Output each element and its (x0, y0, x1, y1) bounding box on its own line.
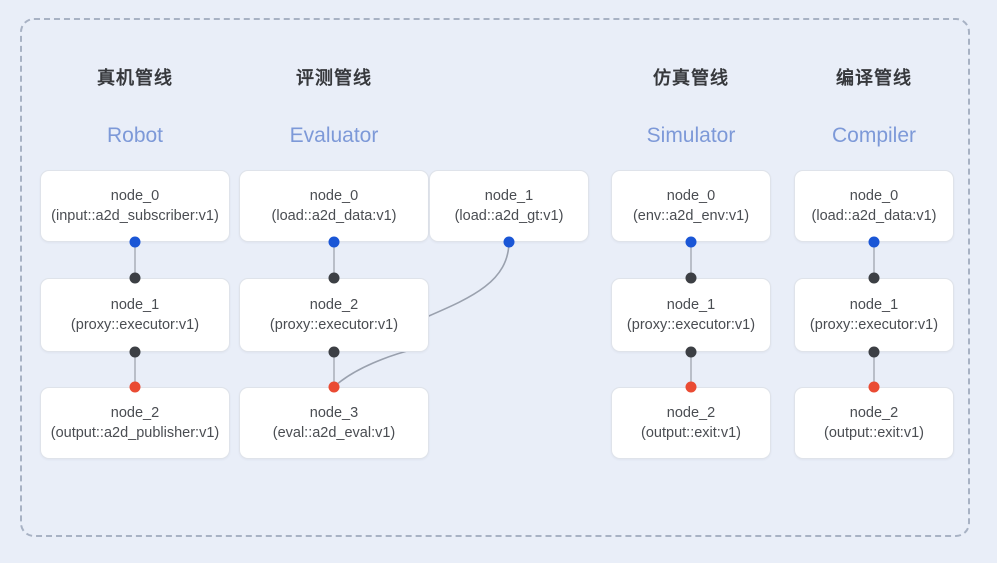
node-name: node_2 (309, 296, 359, 313)
input-dot-terminal (868, 381, 880, 393)
connector-line (873, 352, 875, 387)
node-name: node_0 (666, 187, 716, 204)
node-box-node_0[interactable]: node_0(env::a2d_env:v1) (611, 170, 771, 242)
node-type: (proxy::executor:v1) (269, 316, 399, 333)
node-box-node_0[interactable]: node_0(load::a2d_data:v1) (239, 170, 429, 242)
edge-gt-to-executor (414, 240, 510, 323)
column-title-4: 编译管线 (836, 68, 912, 88)
output-dot (685, 346, 697, 358)
node-type: (output::exit:v1) (641, 424, 741, 441)
node-type: (proxy::executor:v1) (809, 316, 939, 333)
output-dot (129, 346, 141, 358)
node-type: (output::exit:v1) (824, 424, 924, 441)
node-name: node_1 (484, 187, 534, 204)
node-type: (input::a2d_subscriber:v1) (51, 207, 219, 224)
node-box-node_2[interactable]: node_2(output::exit:v1) (794, 387, 954, 459)
node-type: (proxy::executor:v1) (626, 316, 756, 333)
column-title-3: 仿真管线 (653, 68, 729, 88)
node-name: node_0 (309, 187, 359, 204)
node-box-node_0[interactable]: node_0(input::a2d_subscriber:v1) (40, 170, 230, 242)
node-box-node_0[interactable]: node_0(load::a2d_data:v1) (794, 170, 954, 242)
input-dot-terminal (129, 381, 141, 393)
node-box-node_2[interactable]: node_2(output::exit:v1) (611, 387, 771, 459)
node-name: node_0 (849, 187, 899, 204)
edge-executor-to-eval (334, 348, 416, 387)
column-title-1: 真机管线 (97, 68, 173, 88)
node-type: (load::a2d_data:v1) (271, 207, 397, 224)
column-subtitle-2: Evaluator (289, 124, 379, 147)
node-type: (load::a2d_gt:v1) (454, 207, 564, 224)
connector-line (690, 242, 692, 278)
output-dot-source (129, 236, 141, 248)
column-subtitle-3: Simulator (646, 124, 736, 147)
output-dot-source (503, 236, 515, 248)
node-box-node_2[interactable]: node_2(output::a2d_publisher:v1) (40, 387, 230, 459)
node-box-node_1[interactable]: node_1(proxy::executor:v1) (40, 278, 230, 352)
output-dot-source (868, 236, 880, 248)
node-name: node_1 (110, 296, 160, 313)
node-name: node_2 (110, 404, 160, 421)
node-type: (env::a2d_env:v1) (632, 207, 750, 224)
node-name: node_2 (666, 404, 716, 421)
node-name: node_2 (849, 404, 899, 421)
input-dot (685, 272, 697, 284)
input-dot (328, 272, 340, 284)
node-box-node_1[interactable]: node_1(load::a2d_gt:v1) (429, 170, 589, 242)
input-dot (129, 272, 141, 284)
column-title-2: 评测管线 (296, 68, 372, 88)
node-name: node_1 (849, 296, 899, 313)
node-box-node_2[interactable]: node_2(proxy::executor:v1) (239, 278, 429, 352)
input-dot (868, 272, 880, 284)
output-dot (328, 346, 340, 358)
connector-line (333, 352, 335, 387)
connector-line (134, 352, 136, 387)
node-type: (proxy::executor:v1) (70, 316, 200, 333)
node-box-node_1[interactable]: node_1(proxy::executor:v1) (794, 278, 954, 352)
node-type: (load::a2d_data:v1) (811, 207, 937, 224)
node-type: (eval::a2d_eval:v1) (272, 424, 396, 441)
output-dot-source (685, 236, 697, 248)
connector-line (690, 352, 692, 387)
output-dot (868, 346, 880, 358)
node-name: node_1 (666, 296, 716, 313)
connector-line (333, 242, 335, 278)
node-box-node_3[interactable]: node_3(eval::a2d_eval:v1) (239, 387, 429, 459)
node-box-node_1[interactable]: node_1(proxy::executor:v1) (611, 278, 771, 352)
node-name: node_3 (309, 404, 359, 421)
column-subtitle-4: Compiler (831, 124, 917, 147)
output-dot-source (328, 236, 340, 248)
connector-line (873, 242, 875, 278)
input-dot-terminal (685, 381, 697, 393)
connector-line (134, 242, 136, 278)
node-type: (output::a2d_publisher:v1) (50, 424, 220, 441)
node-name: node_0 (110, 187, 160, 204)
input-dot-terminal (328, 381, 340, 393)
column-subtitle-1: Robot (106, 124, 164, 147)
